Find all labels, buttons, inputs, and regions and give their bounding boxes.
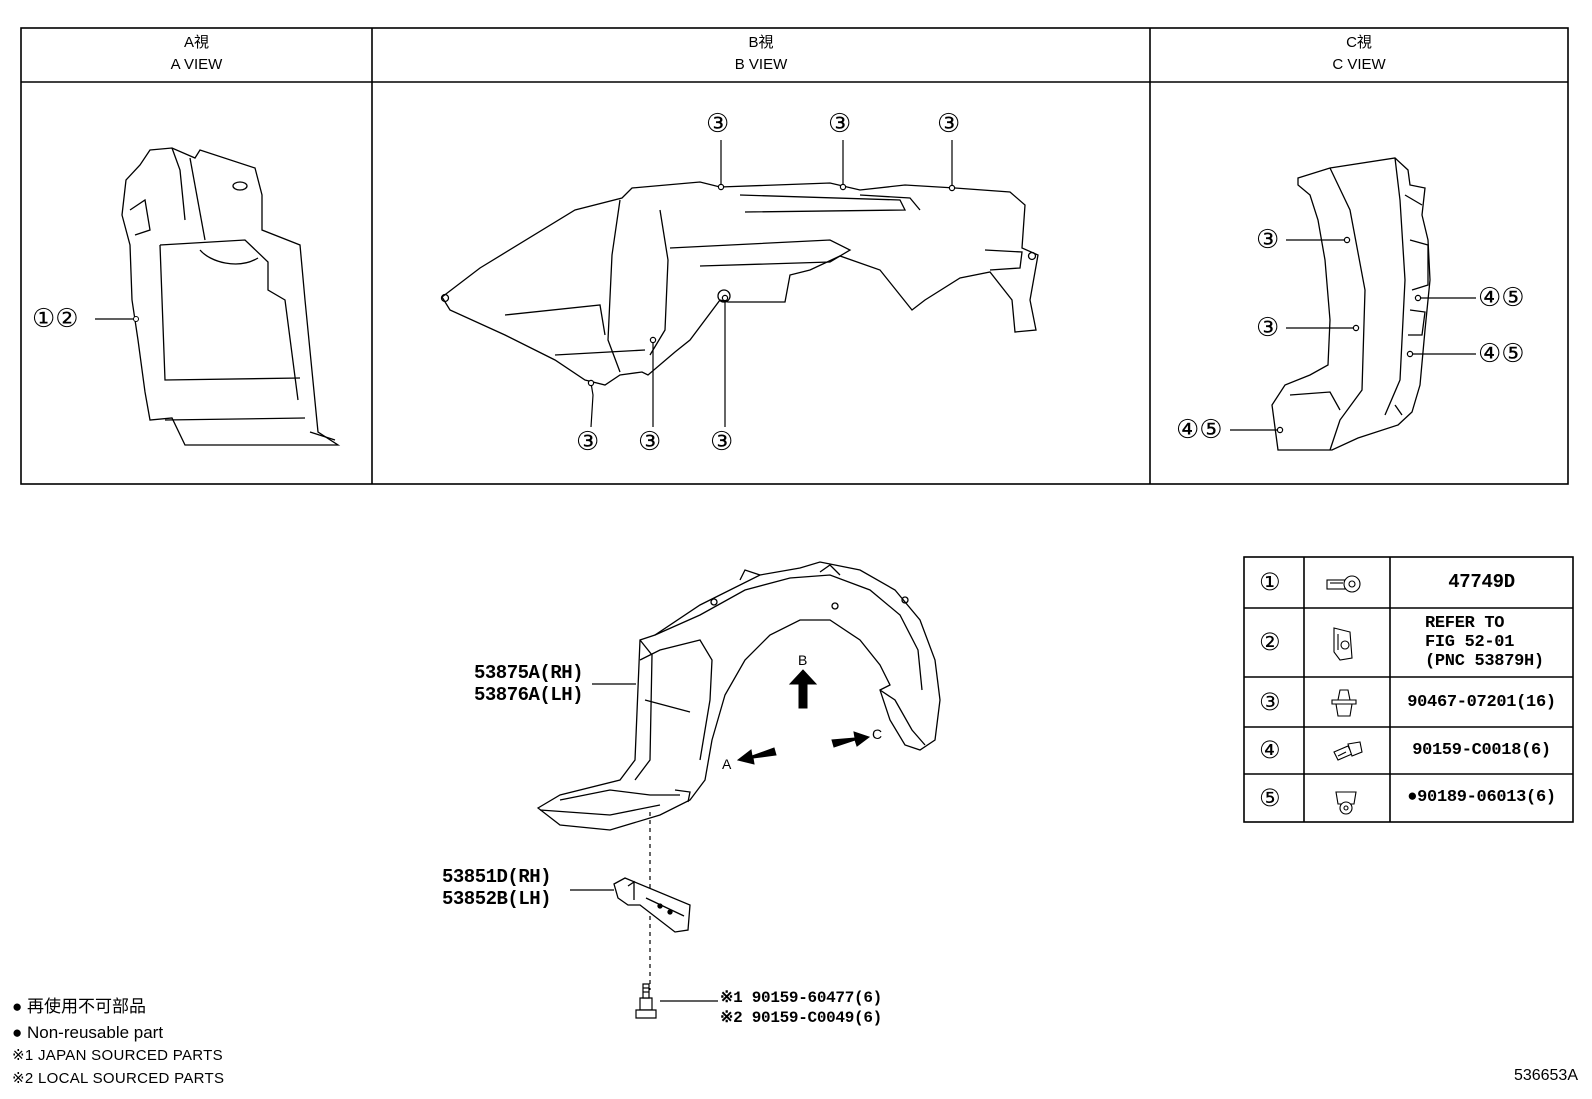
grommet-clip-icon	[1331, 689, 1357, 717]
legend-non-reusable-jp: ● 再使用不可部品	[12, 997, 146, 1016]
table-part-3: 90467-07201(16)	[1407, 693, 1556, 712]
bracket-drawing	[613, 877, 691, 933]
c-view-callout-1: ③	[1256, 225, 1280, 255]
fender-liner-drawing	[536, 561, 941, 831]
c-view-callout-2: ③	[1256, 313, 1280, 343]
legend-note-japan: ※1 JAPAN SOURCED PARTS	[12, 1047, 223, 1064]
b-view-leader-lines	[587, 140, 956, 428]
arrow-c-icon	[831, 731, 871, 748]
c-view-liner-drawing	[1271, 157, 1431, 451]
table-part-2: REFER TO FIG 52-01 (PNC 53879H)	[1425, 614, 1573, 671]
c-view-title-en: C VIEW	[1332, 56, 1386, 73]
views-frame	[20, 27, 1569, 485]
b-view-header: B視 B VIEW	[372, 32, 1150, 76]
bolt-drawing	[635, 983, 657, 1019]
a-view-callout: ①②	[32, 304, 79, 334]
push-clip-icon	[1326, 575, 1361, 593]
bolt-label: ※1 90159-60477(6) ※2 90159-C0049(6)	[720, 988, 882, 1028]
nut-icon	[1335, 791, 1357, 815]
arrow-a-icon	[736, 747, 777, 765]
fender-liner-label: 53875A(RH) 53876A(LH)	[474, 662, 584, 706]
b-view-callout-bottom-1: ③	[576, 427, 600, 457]
b-view-title-en: B VIEW	[734, 56, 788, 73]
a-view-liner-drawing	[121, 147, 341, 446]
table-part-2-line-2: FIG 52-01	[1425, 633, 1515, 652]
table-ref-3: ③	[1259, 688, 1281, 716]
c-view-callout-5: ④⑤	[1176, 415, 1223, 445]
c-view-header: C視 C VIEW	[1150, 32, 1568, 76]
figure-number: 536653A	[1513, 1067, 1578, 1084]
table-ref-2: ②	[1259, 628, 1281, 656]
arrow-a-label: A	[722, 756, 732, 772]
table-ref-5: ⑤	[1259, 784, 1281, 812]
c-view-callout-3: ④⑤	[1478, 283, 1525, 313]
fender-liner-rh: 53875A(RH)	[474, 662, 584, 684]
screw-icon	[1333, 741, 1363, 761]
bolt-local: ※2 90159-C0049(6)	[720, 1009, 882, 1027]
table-part-2-line-1: REFER TO	[1425, 614, 1505, 633]
bracket-lh: 53852B(LH)	[442, 888, 552, 910]
legend-non-reusable-en: ● Non-reusable part	[12, 1023, 164, 1042]
a-view-title-en: A VIEW	[170, 56, 223, 73]
retainer-nut-icon	[1333, 627, 1353, 661]
table-part-4: 90159-C0018(6)	[1412, 741, 1551, 760]
b-view-callout-top-1: ③	[706, 109, 730, 139]
b-view-callout-bottom-2: ③	[638, 427, 662, 457]
table-ref-4: ④	[1259, 736, 1281, 764]
view-arrows	[736, 669, 871, 765]
table-ref-1: ①	[1259, 568, 1281, 596]
legend-note-local: ※2 LOCAL SOURCED PARTS	[12, 1070, 225, 1087]
c-view-callout-4: ④⑤	[1478, 339, 1525, 369]
arrow-b-label: B	[798, 652, 808, 668]
bracket-label: 53851D(RH) 53852B(LH)	[442, 866, 552, 910]
bracket-rh: 53851D(RH)	[442, 866, 552, 888]
bolt-japan: ※1 90159-60477(6)	[720, 989, 882, 1007]
a-view-header: A視 A VIEW	[21, 32, 372, 76]
b-view-callout-bottom-3: ③	[710, 427, 734, 457]
arrow-c-label: C	[872, 726, 883, 742]
arrow-b-icon	[788, 669, 818, 709]
table-part-2-line-3: (PNC 53879H)	[1425, 652, 1544, 671]
c-view-title-jp: C視	[1346, 34, 1372, 51]
b-view-liner-drawing	[440, 181, 1039, 386]
b-view-callout-top-2: ③	[828, 109, 852, 139]
c-view-leader-lines	[1230, 236, 1476, 434]
parts-table-grid	[1243, 556, 1574, 823]
table-part-1: 47749D	[1448, 571, 1515, 593]
b-view-callout-top-3: ③	[937, 109, 961, 139]
b-view-title-jp: B視	[748, 34, 774, 51]
table-part-5: ●90189-06013(6)	[1407, 788, 1556, 807]
fender-liner-lh: 53876A(LH)	[474, 684, 584, 706]
a-view-title-jp: A視	[183, 34, 209, 51]
